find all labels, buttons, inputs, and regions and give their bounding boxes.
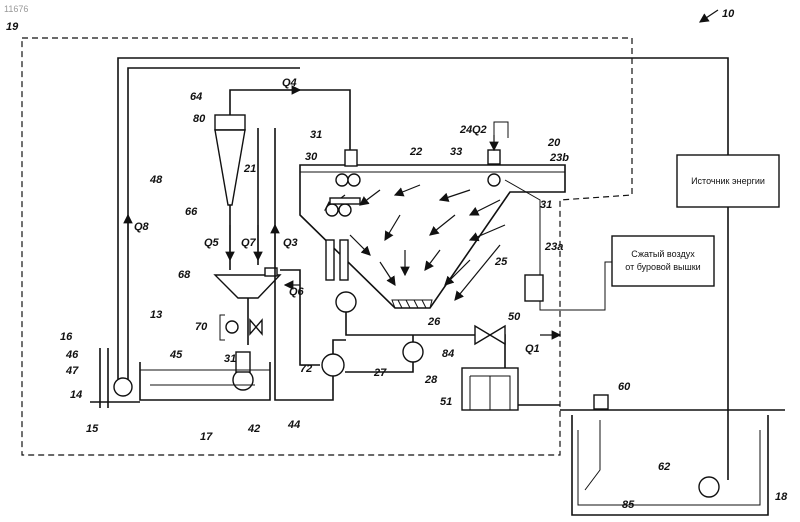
flow-q8: Q8 [134,221,150,233]
pump-31-tank [233,370,253,390]
label-44: 44 [287,419,300,431]
inlet-hydrocyclones [326,150,360,280]
pump-28 [403,342,423,362]
fig-ref-arrow [700,10,718,22]
pump-62 [699,477,719,497]
label-60: 60 [618,381,631,393]
label-48: 48 [149,174,163,186]
label-10: 10 [722,8,735,20]
label-66: 66 [185,206,198,218]
flow-q3: Q3 [283,237,298,249]
label-24: 24 [459,124,472,136]
flow-q5: Q5 [204,237,220,249]
pump-72 [322,354,344,376]
label-14: 14 [70,389,82,401]
label-80: 80 [193,113,206,125]
air-line [540,262,612,310]
label-51: 51 [440,396,452,408]
compressed-air-box: Сжатый воздух от буровой вышки [612,236,714,286]
label-85: 85 [622,499,635,511]
label-21: 21 [243,163,256,175]
energy-source-text: Источник энергии [691,176,765,186]
label-30: 30 [305,151,318,163]
compressed-air-text-2: от буровой вышки [625,262,700,272]
compressed-air-text-1: Сжатый воздух [631,249,695,259]
label-46: 46 [65,349,79,361]
label-20: 20 [547,137,561,149]
label-17: 17 [200,431,213,443]
label-31-tank: 31 [224,353,236,365]
label-31-right: 31 [540,199,552,211]
label-47: 47 [65,365,79,377]
label-68: 68 [178,269,191,281]
pump-15 [114,378,132,396]
label-64: 64 [190,91,202,103]
label-42: 42 [247,423,260,435]
label-31-top: 31 [310,129,322,141]
flow-q4: Q4 [282,77,297,89]
label-23b: 23b [549,152,569,164]
label-23a: 23a [544,241,563,253]
motor-31 [236,352,250,372]
label-28: 28 [424,374,438,386]
corner-number: 11676 [4,4,28,14]
pipe-72-to-tank [275,265,333,400]
label-72: 72 [300,363,312,375]
pump-left [336,292,356,312]
label-33: 33 [450,146,462,158]
flow-q6: Q6 [289,286,305,298]
label-13: 13 [150,309,162,321]
label-18: 18 [775,491,788,503]
flow-q2: Q2 [472,124,487,136]
label-25: 25 [494,256,508,268]
flow-q1: Q1 [525,343,540,355]
tank-51 [462,368,518,410]
label-22: 22 [409,146,422,158]
power-line-top [118,58,728,385]
flow-q7: Q7 [241,237,257,249]
label-16: 16 [60,331,73,343]
label-70: 70 [195,321,208,333]
label-45: 45 [169,349,183,361]
collector-68 [215,268,280,345]
rig-lines [90,348,140,408]
label-27: 27 [373,367,387,379]
label-50: 50 [508,311,521,323]
pit-18 [560,410,785,515]
valve-50 [475,326,505,344]
label-26: 26 [427,316,441,328]
label-15: 15 [86,423,99,435]
label-84: 84 [442,348,454,360]
energy-source-box: Источник энергии [677,155,779,207]
valve-60 [594,395,608,409]
valve-group-70 [220,315,262,340]
label-62: 62 [658,461,670,473]
label-19: 19 [6,21,19,33]
